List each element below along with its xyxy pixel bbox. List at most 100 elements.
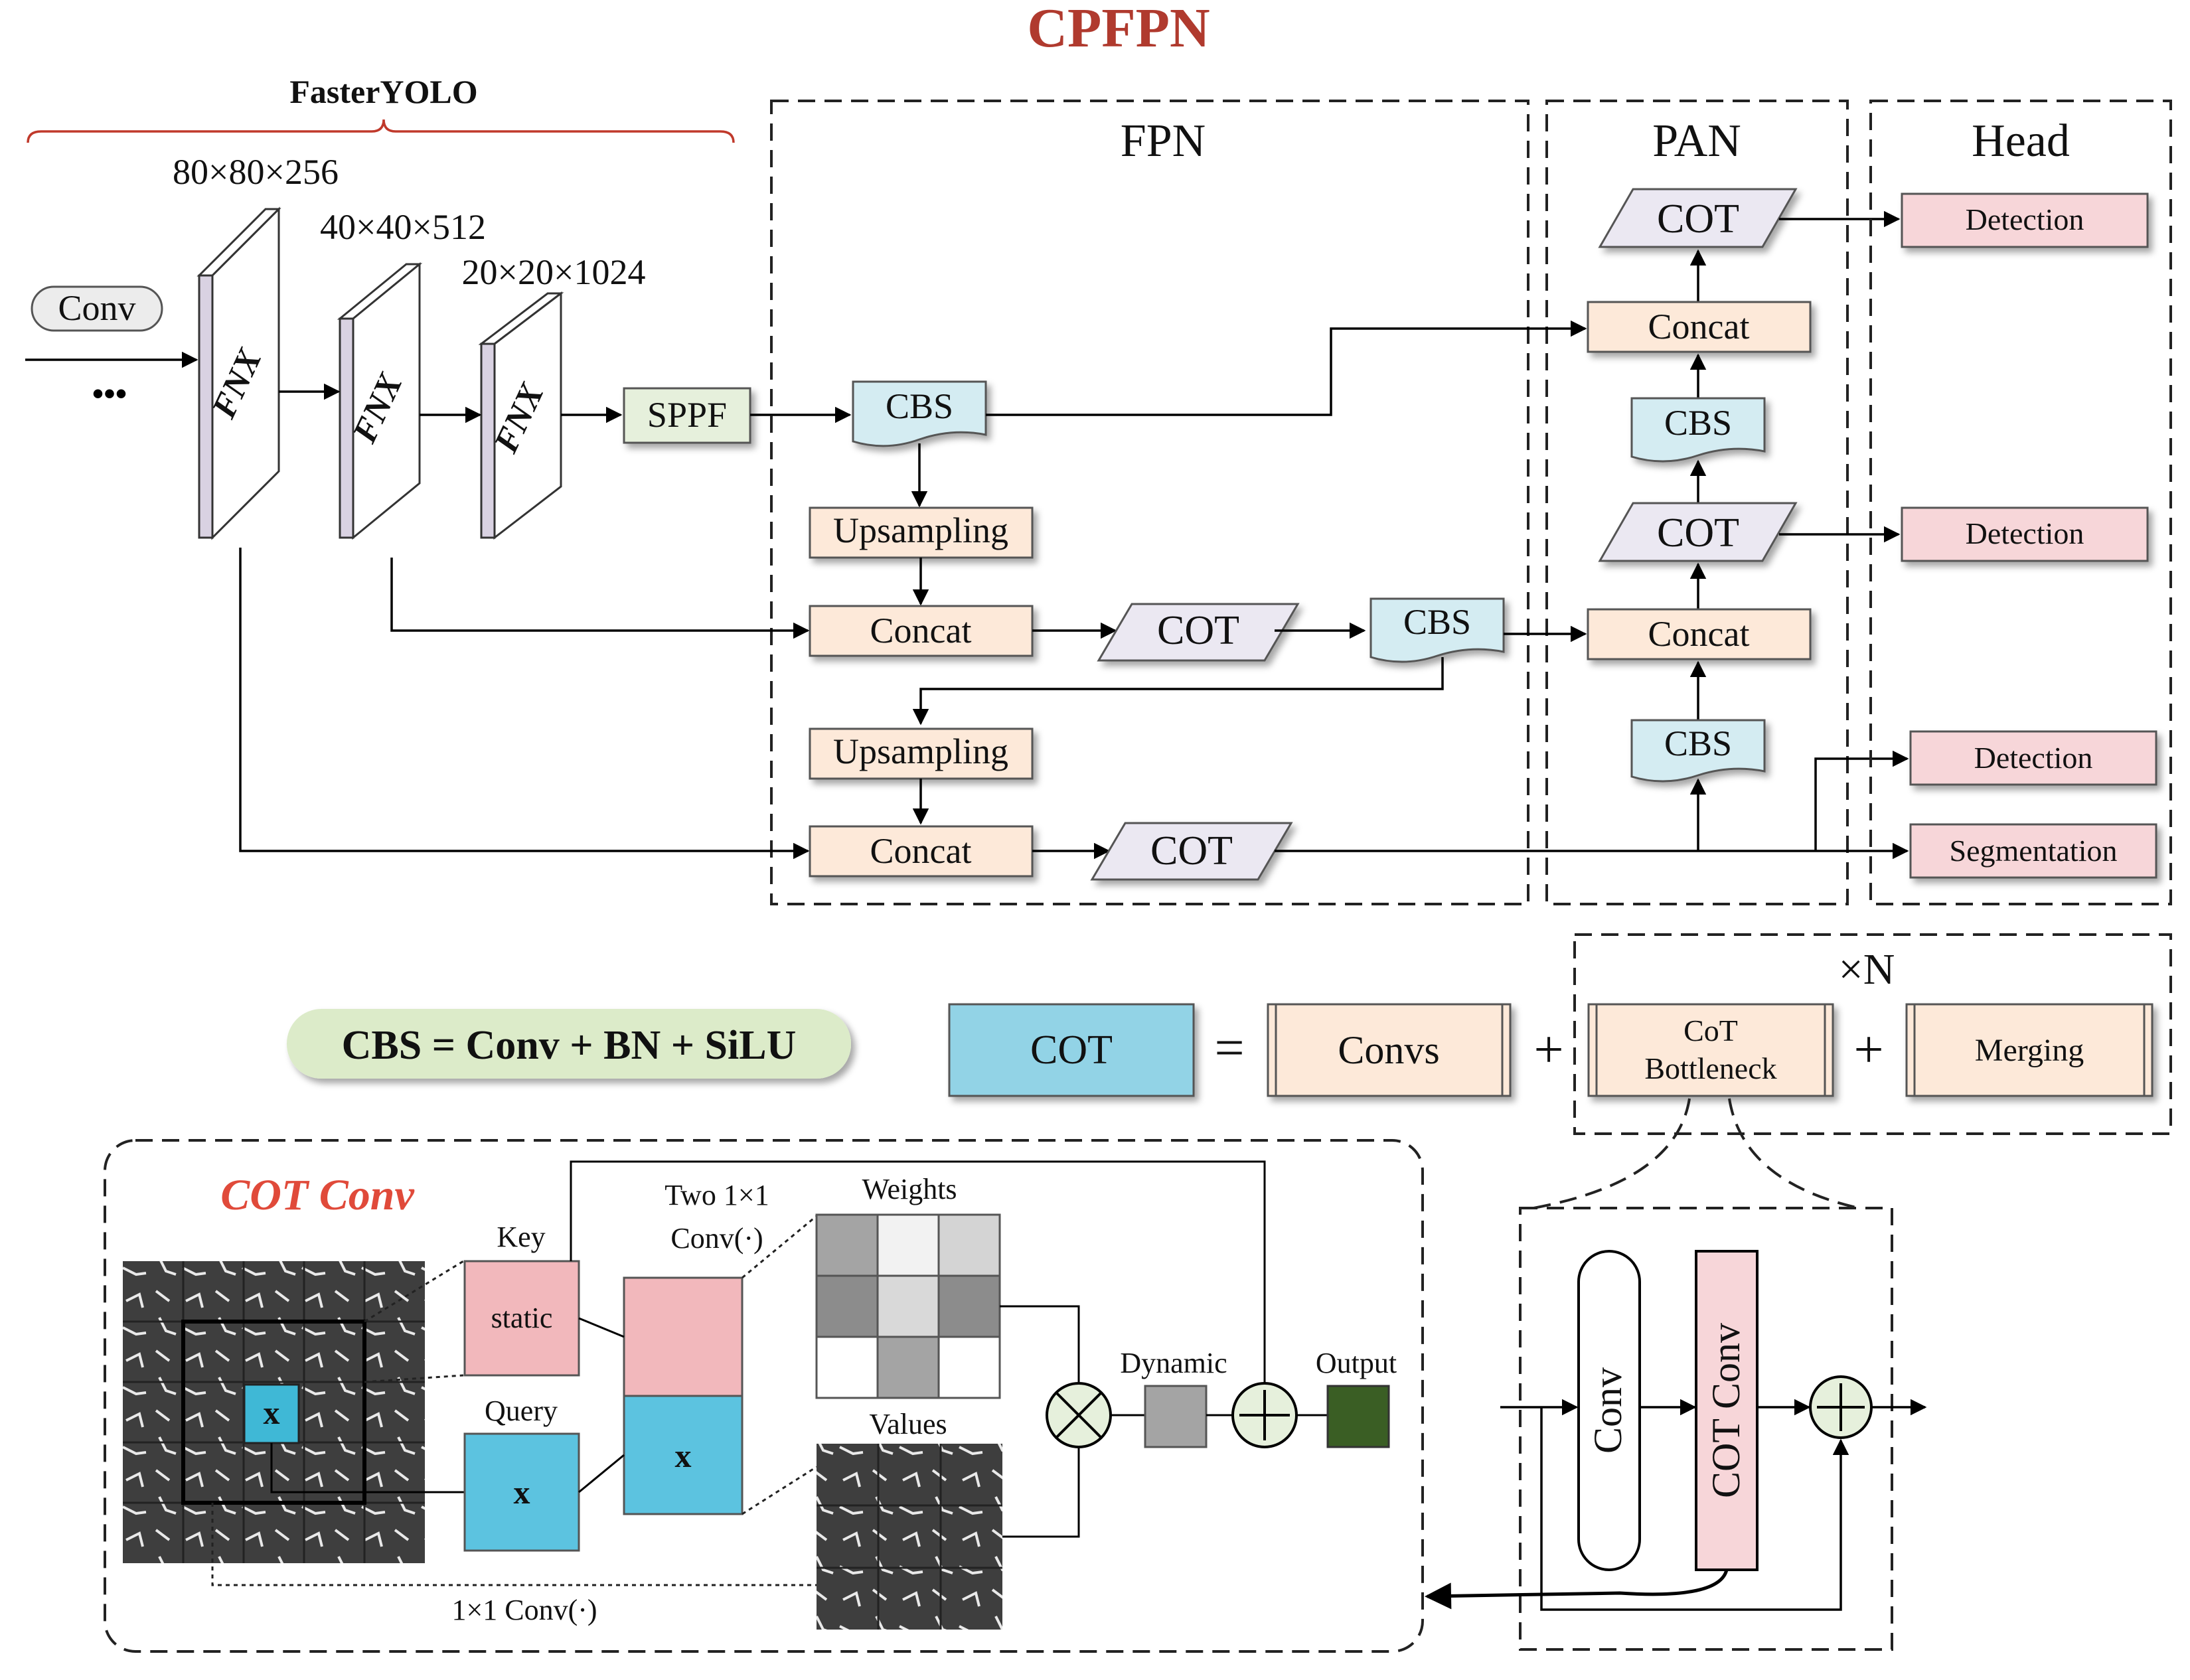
legend-convs-label: Convs — [1338, 1028, 1439, 1072]
fpn-concat-2 — [809, 825, 1034, 878]
legend-cot-bottleneck-line1: CoT — [1683, 1014, 1738, 1047]
pan-cbs-2-label: CBS — [1664, 403, 1732, 443]
pan-concat-top-label: Concat — [1648, 307, 1750, 346]
fpn-cbs-mid-label: CBS — [1403, 602, 1471, 642]
head-title: Head — [1972, 115, 2070, 167]
pan-concat-mid — [1587, 608, 1812, 660]
fnx-block-2: FNX — [337, 262, 423, 540]
bn-cot-conv-box — [1695, 1250, 1759, 1571]
query-link — [270, 1443, 465, 1493]
bn-cot-conv-label: COT Conv — [1704, 1323, 1748, 1498]
legend-cot-bottleneck-line2: Bottleneck — [1644, 1051, 1776, 1085]
zoom-key-top — [364, 1260, 464, 1323]
dim-label-1: 80×80×256 — [173, 152, 339, 192]
cot-conv-title: COT Conv — [220, 1171, 414, 1219]
arrow-cbsmid-up2 — [912, 657, 1444, 725]
bn-to-cotconv-detail — [1425, 1569, 1729, 1610]
key-to-concat — [578, 1317, 625, 1338]
values-to-mult — [1002, 1448, 1080, 1538]
zoom-line-left — [1533, 1098, 1691, 1209]
feature-map-x-label: x — [264, 1394, 280, 1431]
output-box — [1326, 1385, 1390, 1448]
fpn-concat-1 — [809, 605, 1034, 657]
fpn-cot-1-label: COT — [1157, 608, 1239, 653]
legend-equals: = — [1214, 1019, 1244, 1077]
conn-cot2-det3 — [1814, 750, 1909, 851]
zoom-line-right — [1728, 1098, 1859, 1209]
pan-frame — [1545, 100, 1849, 905]
two-conv-label-2: Conv(·) — [670, 1222, 763, 1255]
dynamic-label: Dynamic — [1120, 1347, 1227, 1379]
two-conv-label-1: Two 1×1 — [665, 1179, 769, 1211]
head-detection-3-label: Detection — [1974, 741, 2093, 775]
legend-cot-box — [948, 1003, 1195, 1097]
head-detection-1-label: Detection — [1966, 202, 2084, 236]
weights-grid — [815, 1213, 1001, 1399]
fpn-cbs-mid — [1369, 597, 1505, 663]
fpn-title: FPN — [1121, 115, 1206, 167]
query-box — [463, 1432, 580, 1552]
concat-top-pink — [623, 1276, 743, 1397]
conv-input-label: Conv — [58, 288, 135, 328]
pan-cot-top — [1598, 188, 1798, 248]
weights-to-mult — [1000, 1305, 1080, 1382]
sppf-node — [623, 387, 751, 444]
cot-conv-frame — [104, 1139, 1424, 1653]
values-grid — [817, 1444, 1002, 1630]
head-frame — [1869, 100, 2172, 905]
query-label: Query — [485, 1395, 558, 1427]
bn-sum-node — [1809, 1375, 1873, 1439]
legend-merging-label: Merging — [1975, 1033, 2084, 1068]
fpn-cbs-top-label: CBS — [886, 386, 953, 426]
head-detection-2 — [1901, 506, 2149, 562]
fpn-cbs-top — [852, 380, 987, 447]
fpn-upsampling-1-label: Upsampling — [833, 510, 1008, 550]
fpn-cot-2-label: COT — [1150, 828, 1233, 874]
head-segmentation-label: Segmentation — [1950, 834, 2118, 868]
fnx-block-3: FNX — [478, 291, 564, 540]
pan-cbs-2 — [1630, 397, 1766, 463]
bn-conv-label: Conv — [1586, 1367, 1630, 1454]
fpn-concat-1-label: Concat — [870, 611, 972, 650]
legend-convs-box — [1267, 1003, 1512, 1097]
fasteryolo-brace — [27, 119, 735, 143]
pan-cot-mid-label: COT — [1657, 510, 1739, 556]
fpn-upsampling-2-label: Upsampling — [833, 731, 1008, 771]
key-skip-line — [570, 1160, 1266, 1393]
bn-conv-pill — [1577, 1250, 1641, 1571]
sum-node — [1231, 1382, 1298, 1448]
head-detection-3 — [1909, 730, 2157, 786]
pan-cot-top-label: COT — [1657, 196, 1739, 242]
pan-concat-mid-label: Concat — [1648, 614, 1750, 654]
fnx-block-1: FNX — [196, 206, 281, 540]
weights-label: Weights — [862, 1173, 957, 1205]
concat-bottom-blue — [623, 1395, 743, 1515]
key-static-label: static — [491, 1302, 553, 1334]
conv-input-node: Conv — [31, 285, 163, 332]
dim-label-2: 40×40×512 — [320, 207, 486, 247]
fpn-cot-2 — [1090, 822, 1293, 881]
query-to-concat — [578, 1454, 625, 1493]
fpn-cot-1 — [1097, 603, 1300, 662]
head-detection-1 — [1901, 192, 2149, 248]
pan-title: PAN — [1652, 115, 1741, 167]
head-segmentation — [1909, 823, 2157, 879]
legend-cot-label: COT — [1030, 1028, 1113, 1073]
values-label: Values — [869, 1408, 947, 1440]
diagram-title: CPFPN — [1027, 0, 1210, 59]
repeat-frame — [1573, 933, 2172, 1135]
pan-cbs-1 — [1630, 719, 1766, 783]
fasteryolo-label: FasterYOLO — [289, 73, 477, 110]
conv1x1-dotted — [211, 1503, 817, 1586]
output-label: Output — [1316, 1347, 1397, 1379]
zoom-weights-top — [742, 1215, 817, 1279]
key-label: Key — [497, 1221, 545, 1253]
skip-fnx1-concat2 — [239, 548, 810, 860]
fpn-concat-2-label: Concat — [870, 831, 972, 871]
legend-plus-1: + — [1533, 1021, 1563, 1079]
pan-cbs-1-label: CBS — [1664, 724, 1732, 763]
skip-fnx2-concat1 — [390, 558, 810, 639]
cbs-equation-pill — [287, 1009, 851, 1079]
legend-merging-box — [1905, 1003, 2153, 1097]
multiply-node — [1046, 1382, 1112, 1448]
